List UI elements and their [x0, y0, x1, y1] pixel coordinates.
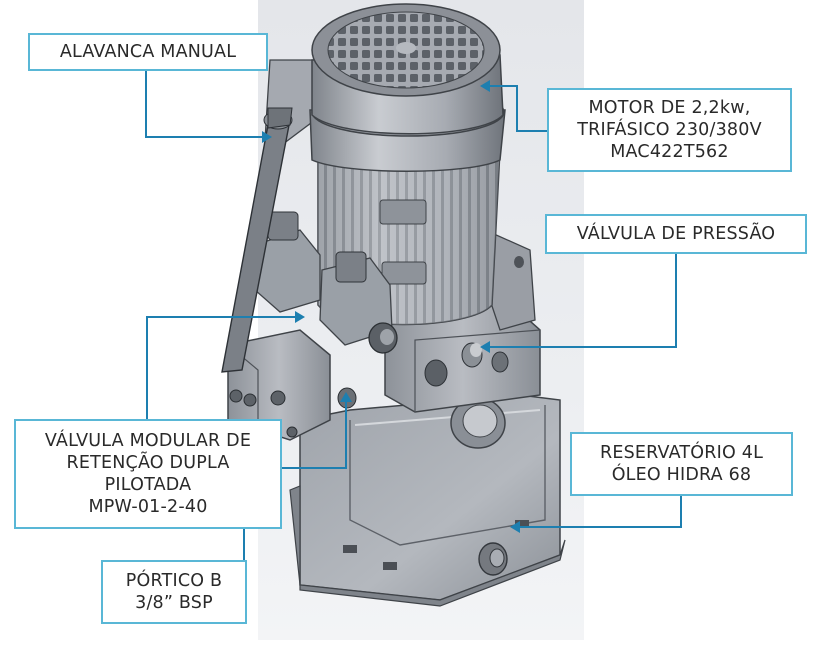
- callout-text: VÁLVULA MODULAR DE: [44, 431, 252, 451]
- callout-valvula-pressao: VÁLVULA DE PRESSÃO: [545, 214, 807, 254]
- callout-text: ALAVANCA MANUAL: [59, 42, 237, 62]
- callout-text: MPW-01-2-40: [88, 497, 208, 517]
- reservoir-tank: [289, 394, 566, 607]
- callout-text: PILOTADA: [104, 475, 192, 495]
- leader-valvula-modular: [146, 316, 295, 420]
- callout-portico-b: PÓRTICO B 3/8” BSP: [101, 560, 247, 624]
- drain-plug: [478, 542, 508, 576]
- callout-valvula-modular: VÁLVULA MODULAR DE RETENÇÃO DUPLA PILOTA…: [14, 419, 282, 529]
- callout-reservatorio: RESERVATÓRIO 4L ÓLEO HIDRA 68: [570, 432, 793, 496]
- callout-text: MOTOR DE 2,2kw,: [588, 98, 751, 118]
- motor-bracket: [264, 59, 536, 331]
- callout-text: TRIFÁSICO 230/380V: [577, 120, 762, 140]
- callout-text: VÁLVULA DE PRESSÃO: [576, 224, 776, 244]
- pressure-valve-knob: [368, 322, 398, 354]
- modular-valve-block: [227, 329, 357, 441]
- callout-text: 3/8” BSP: [135, 593, 213, 613]
- callout-text: MAC422T562: [610, 142, 729, 162]
- callout-text: PÓRTICO B: [125, 571, 223, 591]
- leader-alavanca: [145, 71, 262, 138]
- callout-motor: MOTOR DE 2,2kw, TRIFÁSICO 230/380V MAC42…: [547, 88, 792, 172]
- leader-reservatorio: [518, 495, 682, 528]
- oil-filler-cap: [450, 397, 506, 449]
- callout-text: RETENÇÃO DUPLA: [66, 453, 230, 473]
- manual-lever: [221, 107, 293, 373]
- callout-alavanca-manual: ALAVANCA MANUAL: [28, 33, 268, 71]
- leader-valvula-pressao: [488, 252, 677, 348]
- solenoid-valves: [254, 211, 398, 354]
- callout-text: ÓLEO HIDRA 68: [611, 465, 752, 485]
- leader-motor: [488, 85, 549, 132]
- callout-text: RESERVATÓRIO 4L: [599, 443, 764, 463]
